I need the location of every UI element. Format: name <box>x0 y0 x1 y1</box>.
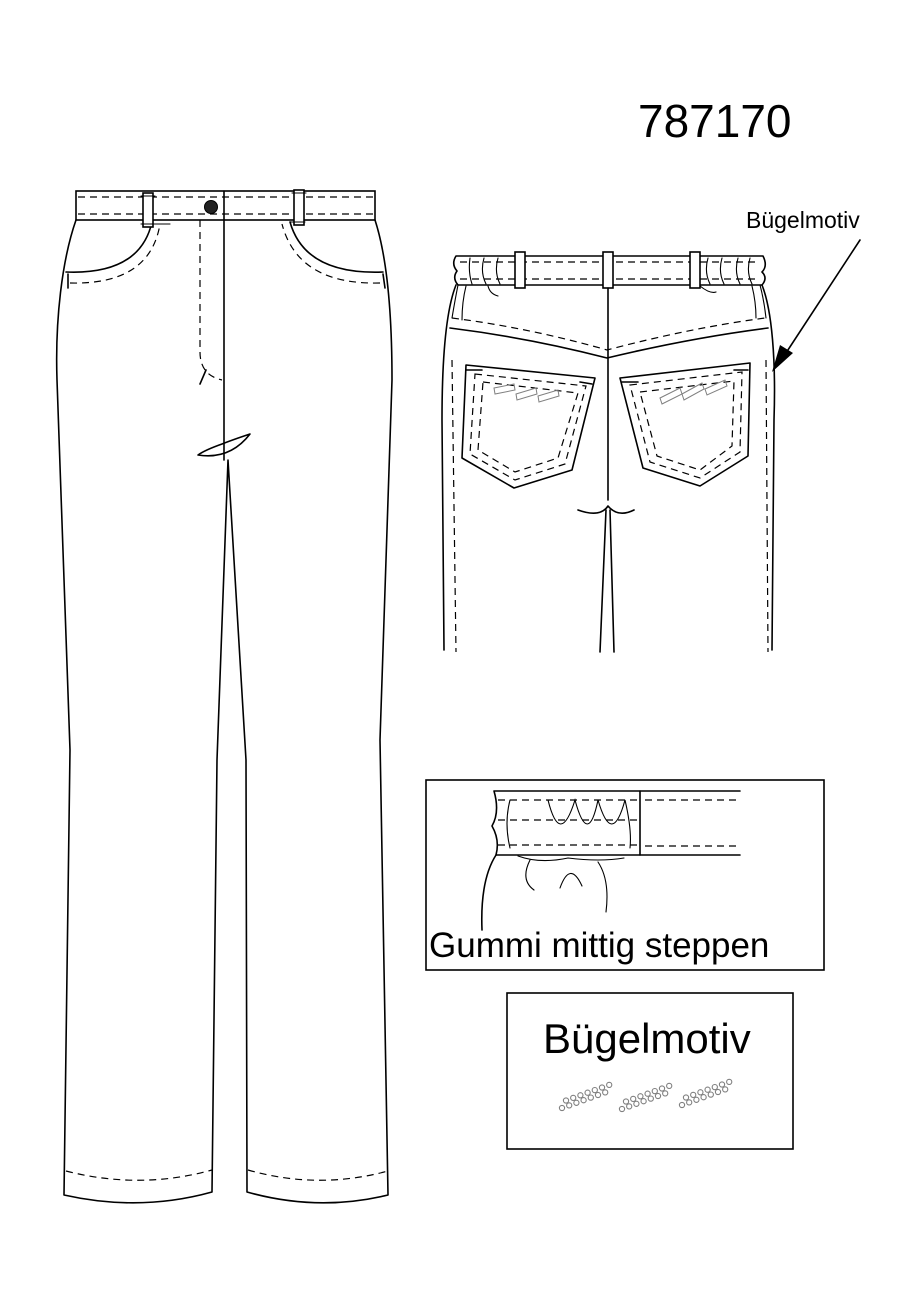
motif-bead <box>573 1099 580 1106</box>
back-leg-outline <box>441 284 776 651</box>
motif-title: Bügelmotiv <box>543 1015 751 1062</box>
motif-bead <box>700 1094 707 1101</box>
back-pocket-right <box>619 362 751 487</box>
motif-bead <box>566 1102 573 1109</box>
motif-bead <box>654 1092 662 1100</box>
motif-bead <box>637 1093 644 1100</box>
motif-bead <box>622 1098 630 1105</box>
motif-bead <box>591 1086 598 1094</box>
front-view-trousers <box>55 189 393 1204</box>
front-button <box>204 200 218 214</box>
motif-bead <box>644 1090 651 1097</box>
motif-bead <box>640 1098 647 1105</box>
motif-bead <box>682 1094 690 1101</box>
motif-bead <box>704 1086 711 1093</box>
motif-bead <box>558 1104 566 1112</box>
motif-bead <box>562 1097 570 1104</box>
motif-bead <box>714 1088 722 1096</box>
motif-bead <box>577 1092 584 1099</box>
motif-bead <box>633 1100 640 1107</box>
front-waistband <box>75 190 376 221</box>
callout-arrowhead <box>772 345 793 372</box>
motif-bead <box>606 1081 613 1089</box>
detail-caption: Gummi mittig steppen <box>429 926 770 965</box>
motif-bead-groups <box>558 1078 733 1113</box>
motif-bead <box>722 1086 729 1093</box>
back-pocket-left <box>461 364 596 489</box>
motif-bead <box>686 1099 693 1106</box>
elastic-detail-panel <box>425 779 825 971</box>
motif-bead <box>726 1078 733 1086</box>
motif-bead <box>587 1094 594 1101</box>
motif-bead <box>580 1097 587 1104</box>
back-pocket-motifs <box>493 379 728 405</box>
motif-bead <box>570 1094 577 1102</box>
motif-panel <box>506 992 794 1150</box>
motif-bead <box>602 1089 609 1096</box>
motif-bead <box>666 1082 673 1090</box>
motif-bead <box>690 1091 697 1099</box>
motif-bead <box>707 1091 714 1098</box>
motif-bead <box>711 1083 718 1091</box>
motif-bead <box>594 1091 602 1099</box>
motif-bead <box>647 1095 654 1102</box>
motif-bead <box>662 1090 669 1097</box>
motif-bead <box>618 1105 626 1113</box>
style-number: 787170 <box>638 95 792 147</box>
callout-label: Bügelmotiv <box>746 207 860 233</box>
motif-bead <box>598 1084 606 1091</box>
motif-bead <box>630 1095 637 1103</box>
motif-bead <box>693 1096 700 1103</box>
motif-bead <box>697 1089 704 1096</box>
motif-bead <box>651 1087 658 1095</box>
front-leg-outline <box>55 219 393 1204</box>
motif-bead <box>584 1089 591 1096</box>
motif-bead <box>658 1085 666 1092</box>
back-view-trousers <box>441 239 861 653</box>
motif-bead <box>678 1101 686 1109</box>
motif-bead <box>718 1081 726 1088</box>
motif-bead <box>626 1103 633 1110</box>
